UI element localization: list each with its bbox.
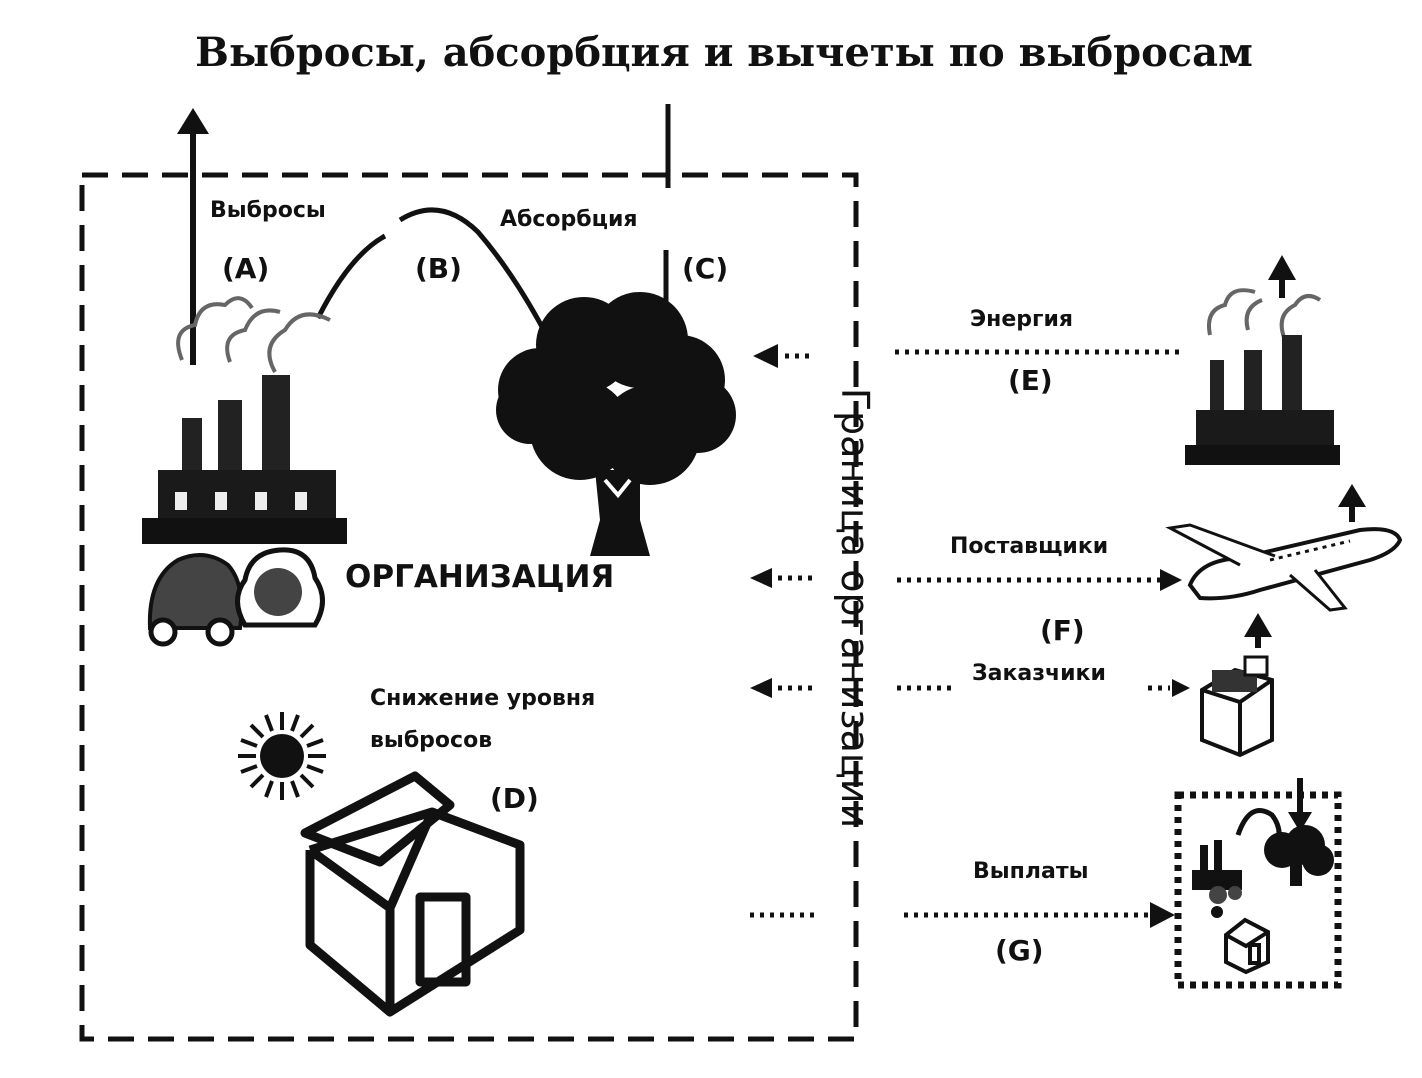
marker-e: (E) — [1008, 364, 1053, 397]
boundary-label: Граница организации — [833, 388, 877, 828]
appliance-icon — [235, 547, 325, 628]
energy-factory-icon — [1185, 255, 1340, 465]
organization-boundary — [79, 172, 859, 1042]
suppliers-flow — [750, 568, 1182, 591]
marker-b: (B) — [415, 252, 462, 285]
forest-mini-icon — [1264, 825, 1334, 886]
page-title: Выбросы, абсорбция и вычеты по выбросам — [195, 29, 1253, 76]
payments-flow — [750, 902, 1175, 928]
reduction-label-line1: Снижение уровня — [370, 686, 595, 711]
energy-flow — [753, 344, 1180, 368]
washing-machine-icon — [1200, 613, 1274, 758]
offset-project-box — [1174, 778, 1342, 989]
marker-a: (A) — [222, 252, 269, 285]
house-icon — [300, 771, 525, 1017]
organization-label: ОРГАНИЗАЦИЯ — [345, 559, 614, 595]
absorption-label: Абсорбция — [500, 207, 638, 232]
energy-label: Энергия — [970, 307, 1073, 332]
customers-label: Заказчики — [972, 661, 1106, 686]
tree-icon — [496, 292, 736, 556]
factory-icon — [142, 296, 347, 544]
emissions-arrowhead — [177, 108, 209, 134]
suppliers-label: Поставщики — [950, 534, 1108, 559]
airplane-icon — [1165, 484, 1403, 612]
mini-house-icon — [1224, 917, 1270, 975]
marker-f: (F) — [1040, 614, 1085, 647]
customers-flow — [750, 678, 1190, 698]
payments-label: Выплаты — [973, 859, 1088, 884]
marker-c: (C) — [682, 252, 728, 285]
car-icon — [147, 553, 244, 647]
emissions-label: Выбросы — [210, 198, 326, 223]
mini-factory-icon — [1192, 840, 1242, 918]
reduction-label-line2: выбросов — [370, 728, 492, 753]
absorption-arc-2 — [398, 207, 551, 340]
marker-g: (G) — [995, 934, 1044, 967]
absorption-arc — [315, 233, 387, 320]
marker-d: (D) — [490, 782, 539, 815]
sun-icon — [238, 712, 326, 800]
